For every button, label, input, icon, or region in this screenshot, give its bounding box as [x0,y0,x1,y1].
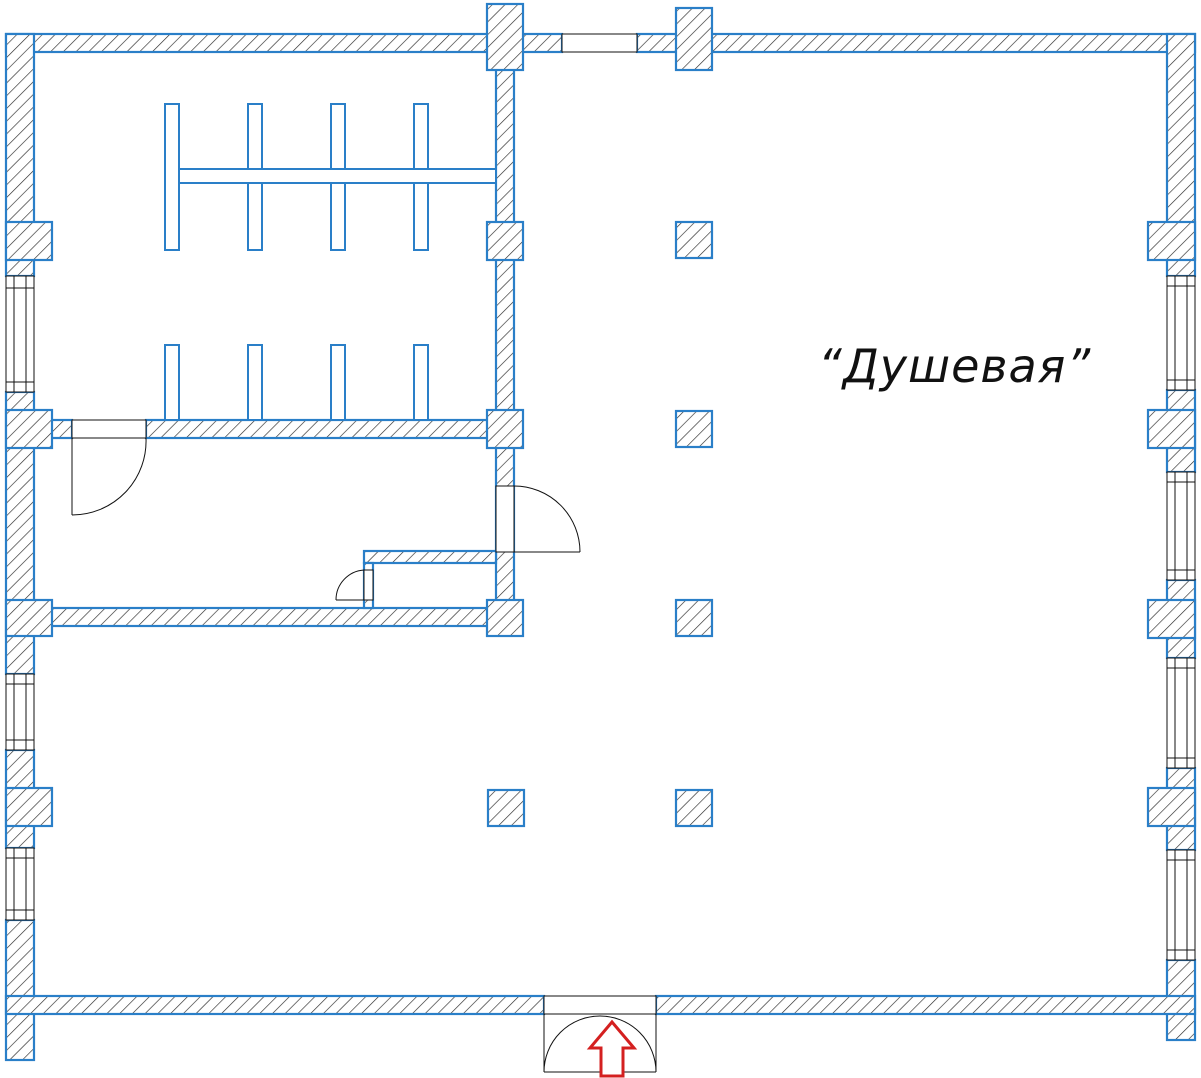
window-top [561,33,638,53]
partition-horizontal-upper [144,418,498,440]
windows [5,33,1196,961]
partition-horizontal-lower [32,606,516,628]
pilaster [4,598,54,638]
outer-wall-bottom-left [4,994,546,1016]
stall-divider [164,344,180,421]
pilaster [674,6,714,72]
pilaster [1146,408,1197,450]
shower-stall-partitions [164,103,497,421]
pilaster [485,598,525,638]
door-corridor-left [71,419,147,516]
walls [4,2,1197,1062]
stall-divider [164,103,180,251]
window-right [1166,275,1196,391]
room-label: “Душевая” [818,339,1091,393]
column [674,220,714,260]
pilaster [1146,220,1197,262]
window-left [5,673,35,751]
column [674,598,714,638]
pilaster [485,2,525,72]
arrow-up-outline-icon [586,1019,638,1078]
column [674,409,714,449]
window-right [1166,849,1196,961]
window-left [5,275,35,393]
door-small-room [335,569,374,601]
outer-wall-top-left [4,32,564,54]
stall-divider [330,344,346,421]
stall-divider [413,344,429,421]
stall-divider [247,344,263,421]
small-room-top-wall [362,549,498,565]
window-right [1166,471,1196,581]
window-left [5,847,35,921]
outer-wall-left-4 [4,918,36,1062]
outer-wall-top-right [635,32,1197,54]
outer-wall-bottom-right [654,994,1197,1016]
stall-back-wall [178,168,497,184]
pilaster [4,220,54,262]
doors [71,419,657,1073]
door-to-hall [495,485,581,553]
pilaster [485,408,525,450]
window-right [1166,657,1196,769]
pilaster [4,408,54,450]
pilaster [485,220,525,262]
door-main-entrance [543,995,657,1073]
pilaster [1146,598,1197,640]
pilaster [4,786,54,828]
column [486,788,526,828]
pilaster [1146,786,1197,828]
column [674,788,714,828]
